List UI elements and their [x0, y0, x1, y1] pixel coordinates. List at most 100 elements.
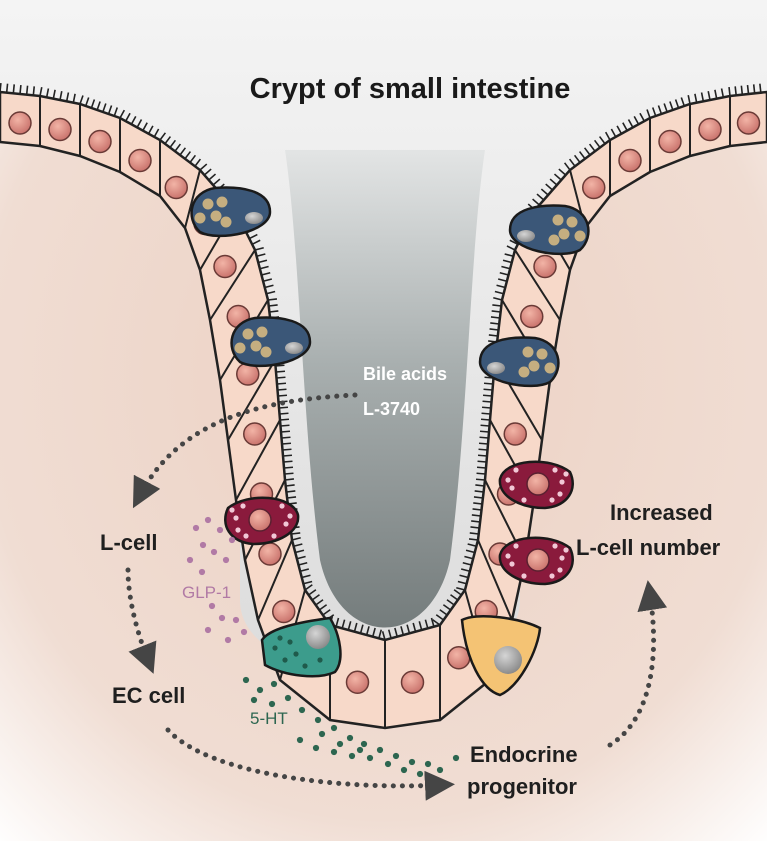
l-cell-granule	[271, 533, 276, 538]
microvillus	[483, 401, 492, 402]
ec-cell-granule	[302, 663, 307, 668]
microvillus	[280, 413, 289, 414]
goblet-granule	[195, 213, 206, 224]
ec-cell-granule	[272, 645, 277, 650]
l-cell-granule	[559, 555, 564, 560]
microvillus	[484, 383, 493, 384]
goblet-granule	[575, 231, 586, 242]
microvillus	[277, 383, 286, 384]
goblet-granule	[235, 343, 246, 354]
microvillus	[491, 317, 500, 318]
enterocyte-nucleus	[165, 177, 187, 199]
serotonin-dot	[271, 681, 277, 687]
l-cell-granule	[283, 521, 288, 526]
microvillus	[478, 455, 487, 456]
serotonin-dot	[385, 761, 391, 767]
goblet-granule	[553, 215, 564, 226]
microvillus	[477, 473, 486, 474]
goblet-granule	[211, 211, 222, 222]
microvillus	[481, 419, 490, 420]
microvillus	[476, 479, 485, 480]
microvillus	[475, 491, 484, 492]
ec-cell-granule	[293, 651, 298, 656]
microvillus	[286, 491, 295, 492]
serotonin-dot	[315, 717, 321, 723]
goblet-granule	[559, 229, 570, 240]
microvillus	[7, 84, 8, 93]
goblet-granule	[251, 341, 262, 352]
goblet-nucleus	[285, 342, 303, 354]
microvillus	[475, 485, 484, 486]
microvillus	[13, 84, 14, 93]
microvillus	[472, 515, 481, 516]
glp1-dot	[223, 557, 229, 563]
microvillus	[276, 371, 285, 372]
glp1-dot	[241, 629, 247, 635]
ec-cell-granule	[287, 639, 292, 644]
serotonin-dot	[243, 677, 249, 683]
serotonin-dot	[453, 755, 459, 761]
glp1-dot	[219, 615, 225, 621]
microvillus	[474, 497, 483, 498]
serotonin-dot	[251, 697, 257, 703]
microvillus	[490, 323, 499, 324]
serotonin-dot	[337, 741, 343, 747]
microvillus	[279, 407, 288, 408]
ec-cell-nucleus	[306, 625, 330, 649]
microvillus	[269, 311, 278, 312]
microvillus	[282, 443, 291, 444]
microvillus	[282, 437, 291, 438]
l-cell-granule	[505, 477, 510, 482]
serotonin-dot	[331, 749, 337, 755]
microvillus	[285, 479, 294, 480]
goblet-nucleus	[517, 230, 535, 242]
l-cell-granule	[233, 515, 238, 520]
l-cell-granule	[243, 533, 248, 538]
microvillus	[277, 377, 286, 378]
microvillus	[482, 413, 491, 414]
ec-cell-granule	[282, 657, 287, 662]
l-cell-label: L-cell	[100, 530, 157, 555]
enterocyte-nucleus	[659, 131, 681, 153]
microvillus	[283, 455, 292, 456]
serotonin-dot	[285, 695, 291, 701]
l-cell-granule	[563, 471, 568, 476]
l-cell-granule	[279, 503, 284, 508]
lumen-label-bile-acids: Bile acids	[363, 364, 447, 384]
l-cell-nucleus	[527, 549, 549, 571]
microvillus	[284, 467, 293, 468]
enterocyte-nucleus	[214, 256, 236, 278]
microvillus	[760, 84, 761, 93]
enterocyte-nucleus	[273, 601, 295, 623]
enterocyte-nucleus	[259, 543, 281, 565]
enterocyte-nucleus	[89, 131, 111, 153]
goblet-granule	[257, 327, 268, 338]
l-cell-granule	[552, 543, 557, 548]
glp1-dot	[193, 525, 199, 531]
goblet-granule	[519, 367, 530, 378]
glp1-dot	[187, 557, 193, 563]
goblet-nucleus	[245, 212, 263, 224]
glp1-dot	[225, 637, 231, 643]
glp1-dot	[211, 549, 217, 555]
microvillus	[477, 467, 486, 468]
microvillus	[470, 527, 479, 528]
microvillus	[286, 485, 295, 486]
enterocyte-nucleus	[402, 671, 424, 693]
l-cell-granule	[240, 503, 245, 508]
serotonin-dot	[409, 759, 415, 765]
goblet-granule	[529, 361, 540, 372]
microvillus	[490, 329, 499, 330]
microvillus	[281, 425, 290, 426]
enterocyte-nucleus	[49, 119, 71, 141]
microvillus	[478, 461, 487, 462]
l-cell-granule	[229, 507, 234, 512]
microvillus	[479, 449, 488, 450]
serotonin-dot	[269, 701, 275, 707]
microvillus	[479, 443, 488, 444]
serotonin-dot	[357, 747, 363, 753]
goblet-granule	[203, 199, 214, 210]
microvillus	[484, 389, 493, 390]
l-cell-granule	[549, 573, 554, 578]
